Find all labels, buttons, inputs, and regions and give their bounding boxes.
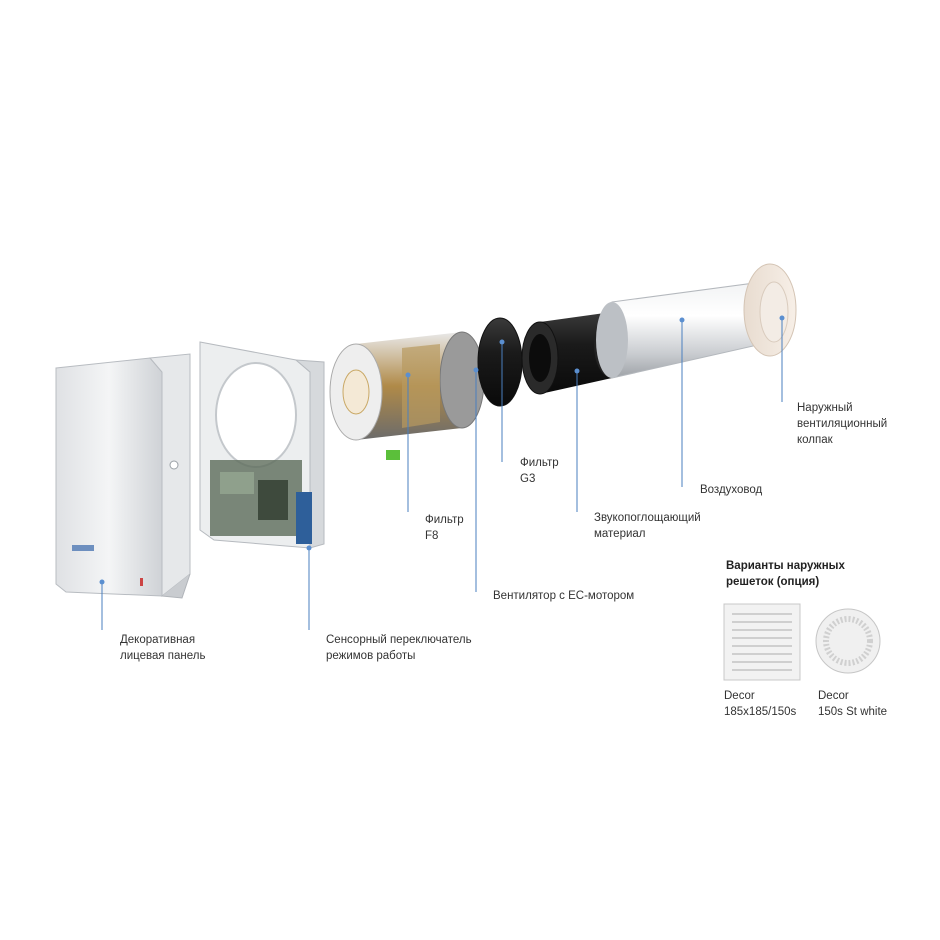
label-filter-g3: Фильтр G3	[520, 457, 559, 485]
air-duct	[596, 281, 763, 379]
decorative-front-panel	[55, 353, 191, 599]
brand-logo	[72, 545, 94, 551]
options-title: Варианты наружных решеток (опция)	[726, 560, 845, 588]
label-fan: Вентилятор с ЕС-мотором	[493, 590, 635, 602]
label-decorative-panel: Декоративная лицевая панель	[120, 634, 206, 662]
option-square-grille-label: Decor 185x185/150s	[724, 690, 797, 718]
fan-filter-unit	[329, 331, 485, 460]
leader-lines	[101, 318, 783, 630]
label-sensor-switch: Сенсорный переключатель режимов работы	[326, 634, 472, 662]
grille-square-image	[723, 603, 801, 681]
filter-g3	[477, 317, 523, 407]
label-sound-absorbing: Звукопоглощающий материал	[594, 512, 701, 540]
outdoor-ventilation-hood	[743, 263, 797, 357]
grille-round-image	[815, 608, 881, 674]
sensor-switch	[296, 492, 312, 544]
option-round-grille-label: Decor 150s St white	[818, 690, 888, 718]
label-filter-f8: Фильтр F8	[425, 514, 464, 542]
inner-frame-electronics	[199, 341, 325, 549]
label-outdoor-hood: Наружный вентиляционный колпак	[797, 402, 888, 446]
label-air-duct: Воздуховод	[700, 484, 763, 496]
leader-dots	[99, 315, 785, 585]
